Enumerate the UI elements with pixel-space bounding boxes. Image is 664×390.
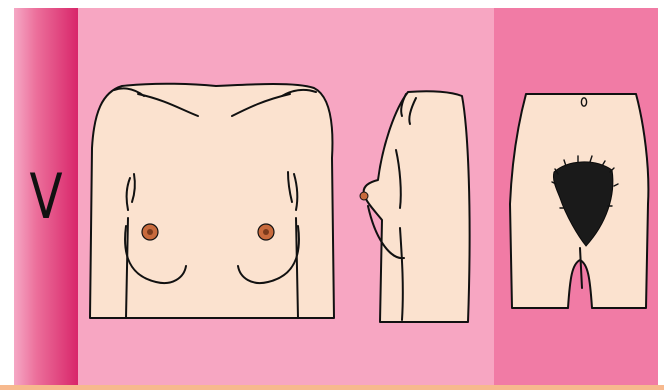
chest-front-icon <box>86 78 342 326</box>
stage-label: V <box>21 166 71 228</box>
stage-label-band: V <box>14 8 78 386</box>
chest-side-icon <box>352 88 474 324</box>
pubic-front-icon <box>508 88 652 312</box>
bottom-strip <box>0 385 664 390</box>
